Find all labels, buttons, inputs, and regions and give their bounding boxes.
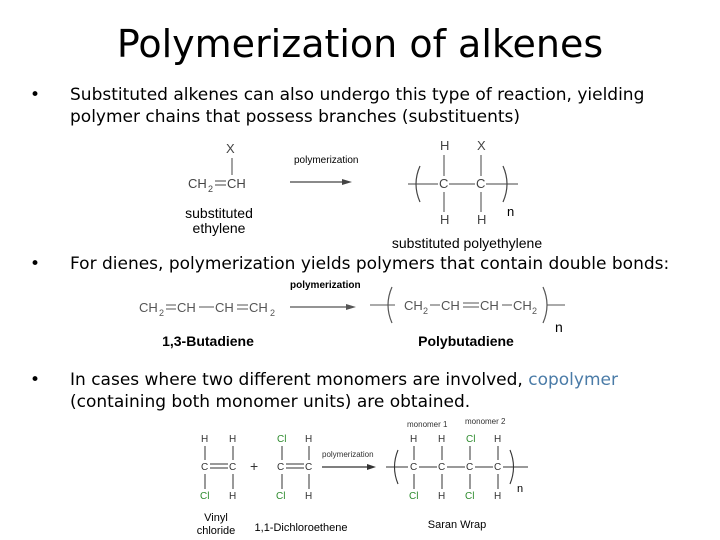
svg-text:H: H bbox=[229, 491, 236, 502]
bullet-marker: • bbox=[30, 85, 41, 105]
page-title: Polymerization of alkenes bbox=[116, 22, 604, 66]
reactant-sub-2: 2 bbox=[208, 184, 213, 194]
reactant-ch: CH bbox=[227, 176, 246, 191]
polybutadiene-label: Polybutadiene bbox=[418, 333, 514, 349]
svg-text:C: C bbox=[466, 462, 473, 473]
svg-text:2: 2 bbox=[270, 308, 275, 318]
bracket-right bbox=[502, 165, 508, 203]
svg-text:H: H bbox=[438, 434, 445, 445]
figure-butadiene: CH 2 CH CH CH 2 1,3-Butadiene polymeriza… bbox=[139, 280, 565, 349]
product-h-bottom2: H bbox=[477, 212, 486, 227]
svg-text:C: C bbox=[438, 462, 445, 473]
svg-text:2: 2 bbox=[532, 306, 537, 316]
bullet-text: Substituted alkenes can also undergo thi… bbox=[70, 85, 645, 127]
figure-substituted-ethylene: X CH 2 CH substituted ethylene polymeriz… bbox=[185, 138, 542, 251]
product-n: n bbox=[555, 319, 563, 335]
arrow-label: polymerization bbox=[294, 155, 358, 166]
svg-text:H: H bbox=[494, 491, 501, 502]
monomer1-tag: monomer 1 bbox=[407, 420, 448, 429]
reactant-label-line2: ethylene bbox=[193, 220, 246, 236]
svg-text:H: H bbox=[438, 491, 445, 502]
svg-text:CH: CH bbox=[441, 298, 460, 313]
svg-text:CH: CH bbox=[249, 300, 268, 315]
svg-text:2: 2 bbox=[159, 308, 164, 318]
svg-text:2: 2 bbox=[423, 306, 428, 316]
svg-text:C: C bbox=[494, 462, 501, 473]
svg-text:CH: CH bbox=[480, 298, 499, 313]
arrow-label: polymerization bbox=[290, 280, 361, 291]
figure-copolymer: H H C C Cl H + Cl H C C Cl H polymerizat… bbox=[197, 417, 528, 537]
bullet-marker: • bbox=[30, 254, 41, 274]
svg-text:CH: CH bbox=[139, 300, 158, 315]
svg-text:Cl: Cl bbox=[277, 434, 286, 445]
product-label: substituted polyethylene bbox=[392, 235, 542, 251]
plus-sign: + bbox=[250, 458, 258, 474]
product-n: n bbox=[517, 483, 523, 495]
svg-text:C: C bbox=[277, 462, 284, 473]
svg-text:C: C bbox=[229, 462, 236, 473]
bullet-text: In cases where two different monomers ar… bbox=[70, 370, 618, 412]
svg-text:H: H bbox=[229, 434, 236, 445]
svg-text:H: H bbox=[305, 434, 312, 445]
svg-text:Cl: Cl bbox=[409, 491, 418, 502]
vinyl-label-line2: chloride bbox=[197, 525, 236, 537]
dichloro-label: 1,1-Dichloroethene bbox=[255, 522, 348, 534]
svg-text:Cl: Cl bbox=[276, 491, 285, 502]
svg-text:Cl: Cl bbox=[466, 434, 475, 445]
product-h-top: H bbox=[440, 138, 449, 153]
svg-text:CH: CH bbox=[404, 298, 423, 313]
bullet-marker: • bbox=[30, 370, 41, 390]
bracket-left bbox=[415, 165, 421, 203]
vinyl-label-line1: Vinyl bbox=[204, 512, 228, 524]
product-c1: C bbox=[439, 176, 448, 191]
butadiene-label: 1,3-Butadiene bbox=[162, 333, 254, 349]
svg-text:CH: CH bbox=[513, 298, 532, 313]
svg-text:Cl: Cl bbox=[200, 491, 209, 502]
product-h-bottom1: H bbox=[440, 212, 449, 227]
bullet-text: For dienes, polymerization yields polyme… bbox=[70, 254, 670, 274]
product-n: n bbox=[507, 204, 514, 219]
svg-text:H: H bbox=[201, 434, 208, 445]
svg-text:C: C bbox=[410, 462, 417, 473]
product-c2: C bbox=[476, 176, 485, 191]
svg-text:Cl: Cl bbox=[465, 491, 474, 502]
copolymer-term: copolymer bbox=[528, 370, 618, 390]
arrow-label: polymerization bbox=[322, 450, 374, 459]
monomer2-tag: monomer 2 bbox=[465, 417, 506, 426]
saran-label: Saran Wrap bbox=[428, 519, 487, 531]
reactant-label-line1: substituted bbox=[185, 205, 253, 221]
svg-text:CH: CH bbox=[215, 300, 234, 315]
svg-text:H: H bbox=[494, 434, 501, 445]
substituent-x: X bbox=[226, 141, 235, 156]
svg-text:C: C bbox=[305, 462, 312, 473]
svg-text:H: H bbox=[410, 434, 417, 445]
svg-text:C: C bbox=[201, 462, 208, 473]
svg-text:H: H bbox=[305, 491, 312, 502]
svg-text:CH: CH bbox=[177, 300, 196, 315]
product-x-top: X bbox=[477, 138, 486, 153]
reactant-ch2: CH bbox=[188, 176, 207, 191]
